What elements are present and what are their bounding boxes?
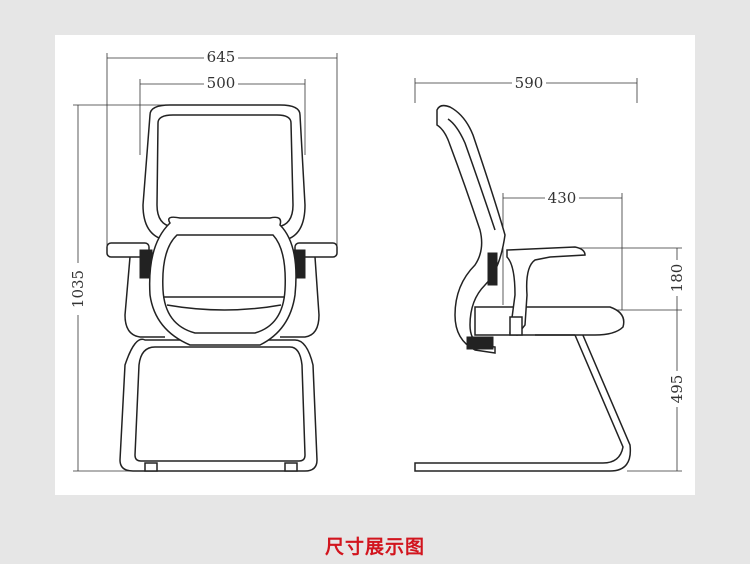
chair-front bbox=[106, 104, 338, 472]
dim-590-label: 590 bbox=[515, 74, 544, 92]
dim-430-label: 430 bbox=[548, 189, 577, 207]
dim-645: 645 bbox=[106, 48, 338, 255]
dim-495: 495 bbox=[627, 310, 686, 472]
dimension-drawing: 645 500 1035 bbox=[69, 48, 686, 472]
chair-side bbox=[414, 104, 632, 472]
dim-590: 590 bbox=[414, 74, 638, 103]
side-view: 590 430 180 49 bbox=[414, 74, 686, 472]
dim-180-label: 180 bbox=[668, 264, 686, 293]
dim-500-label: 500 bbox=[207, 74, 236, 92]
dim-495-label: 495 bbox=[668, 375, 686, 404]
dim-1035-label: 1035 bbox=[69, 270, 87, 308]
dim-500: 500 bbox=[139, 74, 306, 155]
front-view: 645 500 1035 bbox=[69, 48, 338, 472]
dim-1035: 1035 bbox=[69, 104, 205, 472]
caption: 尺寸展示图 bbox=[324, 536, 425, 558]
dimension-drawing-panel: 645 500 1035 bbox=[55, 35, 695, 495]
dim-645-label: 645 bbox=[207, 48, 236, 66]
dim-430: 430 bbox=[502, 189, 623, 310]
dim-180: 180 bbox=[565, 247, 686, 311]
